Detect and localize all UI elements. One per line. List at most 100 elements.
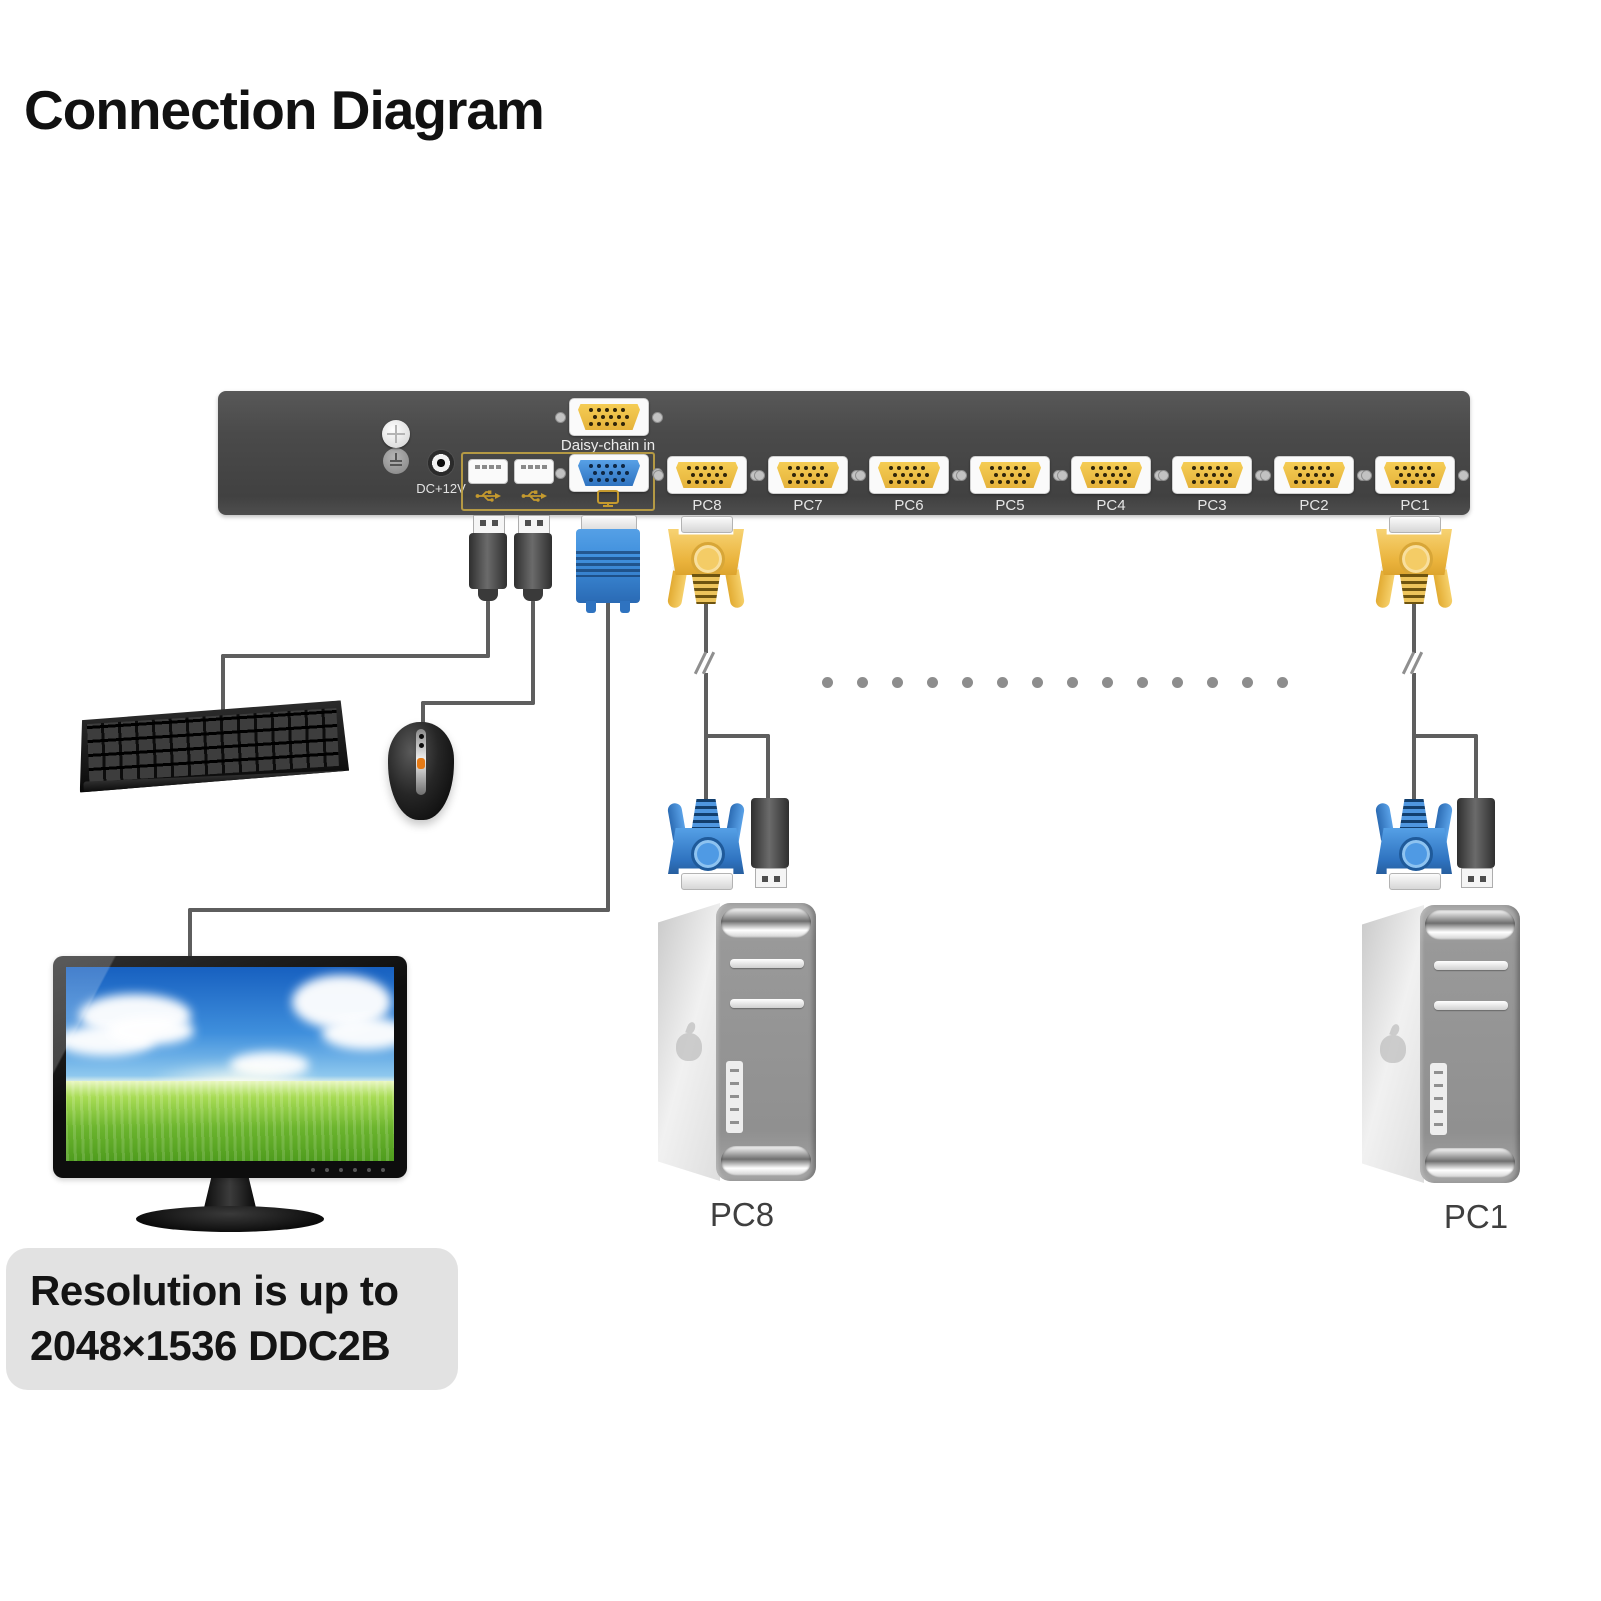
port-label: PC4 xyxy=(1096,497,1126,514)
pc8-kvm-cable xyxy=(704,600,708,802)
port-label: PC3 xyxy=(1197,497,1227,514)
usb-plug-body xyxy=(514,533,552,589)
mouse-cable xyxy=(421,701,535,705)
keyboard-cable xyxy=(486,600,490,658)
pc8-usb-branch-cable xyxy=(706,734,770,738)
cloud xyxy=(321,1017,394,1051)
optical-drive-slot xyxy=(730,959,804,968)
vga-socket xyxy=(1384,462,1446,488)
vga-plug-ribs xyxy=(576,551,640,577)
tower-handle xyxy=(1425,1148,1515,1178)
kvm-pc-port: PC7 xyxy=(754,456,862,514)
monitor-control-buttons xyxy=(381,1168,385,1172)
dc-power-label: DC+12V xyxy=(416,481,466,496)
vga-plug-ring xyxy=(691,837,725,871)
kvm-pc-port: PC4 xyxy=(1057,456,1165,514)
vga-socket xyxy=(1080,462,1142,488)
pc1-usb-branch-cable xyxy=(1414,734,1478,738)
resolution-note: Resolution is up to 2048×1536 DDC2B xyxy=(6,1248,458,1390)
vga-thumbscrew xyxy=(620,601,630,613)
console-usb-port-2 xyxy=(514,459,554,484)
resolution-note-line2: 2048×1536 DDC2B xyxy=(30,1322,391,1369)
mouse-cable xyxy=(531,600,535,705)
keyboard-keys xyxy=(87,708,339,782)
vga-plug-face xyxy=(681,516,733,533)
kvm-pc-port: PC1 xyxy=(1361,456,1469,514)
pc1-yellow-vga-connector xyxy=(1374,516,1454,614)
vga-plug-ring xyxy=(1399,542,1433,576)
usb-plug-tip xyxy=(518,515,550,535)
kvm-pc-port: PC2 xyxy=(1260,456,1368,514)
console-usb-port-1 xyxy=(468,459,508,484)
port-label: PC1 xyxy=(1400,497,1430,514)
grass-field xyxy=(66,1081,394,1161)
ground-screw-icon xyxy=(382,420,410,448)
keyboard-cable xyxy=(221,654,225,718)
vga-plug-face xyxy=(1389,516,1441,533)
vga-pins xyxy=(990,466,994,470)
usb-plug-tip xyxy=(1461,868,1493,888)
usb-plug-strain-relief xyxy=(523,589,543,601)
monitor-cable xyxy=(606,601,610,912)
vga-plug-bellows xyxy=(1399,799,1429,829)
monitor-icon xyxy=(597,490,619,507)
dc-power-jack xyxy=(427,449,455,477)
tower-side-panel xyxy=(658,903,720,1181)
vga-thumbscrew xyxy=(586,601,596,613)
kvm-pc-port: PC5 xyxy=(956,456,1064,514)
keyboard-cable xyxy=(221,654,490,658)
optical-drive-slot xyxy=(730,999,804,1008)
vga-pins xyxy=(889,466,893,470)
vga-pins xyxy=(1294,466,1298,470)
pc1-usb-branch-cable xyxy=(1474,734,1478,800)
console-vga-port xyxy=(555,454,663,492)
port-label: PC7 xyxy=(793,497,823,514)
pc8-label: PC8 xyxy=(709,1196,775,1233)
vga-plug-face xyxy=(1389,873,1441,890)
resolution-note-line1: Resolution is up to xyxy=(30,1267,399,1314)
tower-handle xyxy=(721,908,811,938)
vga-plug-bellows xyxy=(691,799,721,829)
pc8-tower xyxy=(658,903,816,1181)
front-port-column xyxy=(1430,1063,1447,1135)
cloud xyxy=(108,1017,194,1045)
vga-pins xyxy=(1091,466,1095,470)
usb-icon xyxy=(475,490,501,502)
kvm-pc-port: PC6 xyxy=(855,456,963,514)
vga-pins xyxy=(589,408,593,412)
monitor-vga-connector xyxy=(570,515,646,613)
port-label: PC8 xyxy=(692,497,722,514)
usb-plug-tip xyxy=(755,868,787,888)
front-port-column xyxy=(726,1061,743,1133)
monitor-stand-base xyxy=(136,1206,324,1232)
tower-handle xyxy=(1425,910,1515,940)
tower-side-panel xyxy=(1362,905,1424,1183)
apple-logo xyxy=(674,1021,704,1063)
port-label: PC6 xyxy=(894,497,924,514)
optical-drive-slot xyxy=(1434,961,1508,970)
usb-plug-strain-relief xyxy=(478,589,498,601)
vga-plug-face xyxy=(681,873,733,890)
tower-front-panel xyxy=(1420,905,1520,1183)
usb-plug-tip xyxy=(473,515,505,535)
kvm-pc-port: PC3 xyxy=(1158,456,1266,514)
usb-plug-body xyxy=(751,798,789,868)
vga-pins xyxy=(1192,466,1196,470)
vga-socket xyxy=(979,462,1041,488)
cable-break-mark xyxy=(692,653,718,673)
vga-socket xyxy=(777,462,839,488)
vga-socket xyxy=(878,462,940,488)
vga-socket xyxy=(1283,462,1345,488)
tower-handle xyxy=(721,1146,811,1176)
monitor-cable xyxy=(188,908,610,912)
daisy-chain-label: Daisy-chain in xyxy=(560,437,656,454)
kvm-switch-rear-panel xyxy=(218,391,1470,515)
vga-pins xyxy=(687,466,691,470)
ground-symbol-icon xyxy=(383,448,409,474)
usb-plug-body xyxy=(469,533,507,589)
vga-socket xyxy=(1181,462,1243,488)
pc8-usb-branch-cable xyxy=(766,734,770,800)
monitor-cable xyxy=(188,908,192,960)
vga-pins xyxy=(589,464,593,468)
